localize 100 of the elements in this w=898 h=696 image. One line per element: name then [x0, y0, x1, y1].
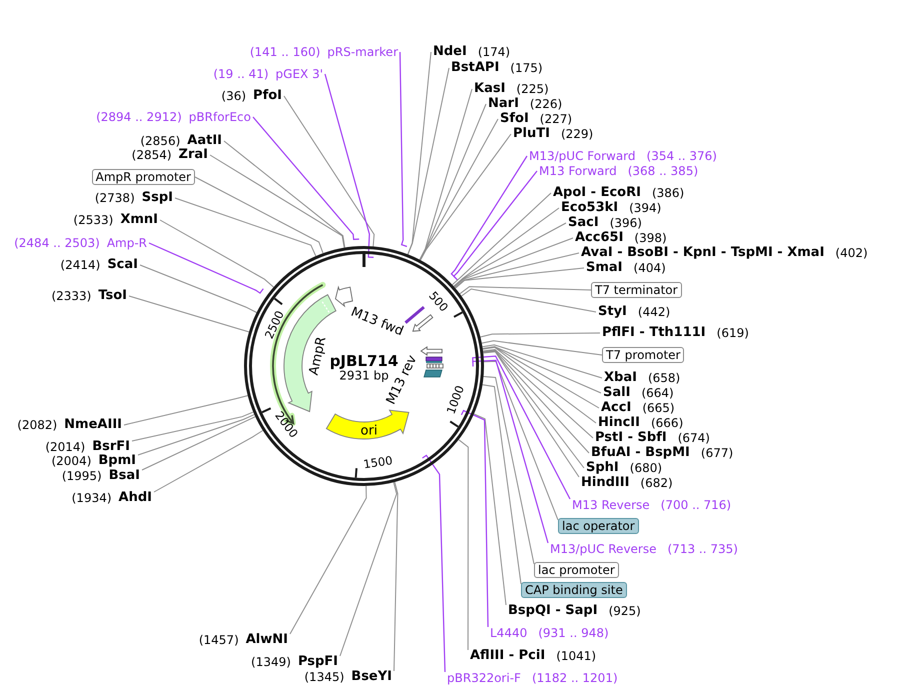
enzyme-name: PfoI	[253, 88, 282, 104]
cut-position: (674)	[678, 430, 710, 446]
enzyme-name: PspFI	[298, 654, 338, 670]
enzyme-name: TsoI	[98, 288, 127, 304]
cut-position: (666)	[650, 415, 684, 431]
cut-position: (386)	[652, 185, 684, 201]
cut-position: (677)	[700, 445, 734, 461]
leader-line	[459, 286, 592, 294]
feature-name: M13 fwd	[349, 306, 405, 338]
leader-line	[460, 410, 489, 627]
leader-line	[483, 376, 534, 564]
enzyme-name: BpmI	[98, 453, 136, 469]
leader-line	[128, 296, 250, 332]
leader-line	[483, 360, 558, 520]
enzyme-name: BsrFI	[92, 439, 130, 454]
primer-name: pGEX 3'	[276, 66, 323, 82]
cut-position: (2014)	[45, 439, 86, 455]
leader-line	[482, 350, 590, 454]
enzyme-name: PstI - SbfI	[595, 430, 667, 446]
enzyme-name: NarI	[488, 96, 519, 112]
cut-position: (227)	[540, 111, 572, 127]
cut-position: (174)	[478, 44, 510, 60]
feature-name: ori	[360, 424, 378, 438]
primer-range: (354 .. 376)	[646, 148, 717, 164]
leader-line	[142, 416, 256, 470]
enzyme-name: KasI	[474, 81, 506, 97]
feature-label: T7 promoter	[602, 347, 684, 363]
leader-line	[407, 52, 432, 255]
leader-line	[454, 222, 566, 288]
leader-line	[160, 220, 274, 288]
cut-position: (404)	[634, 260, 666, 276]
primer-range: (368 .. 385)	[628, 163, 698, 179]
primer-range: (713 .. 735)	[668, 541, 738, 557]
leader-line	[138, 414, 255, 456]
primer-name: M13 Reverse	[572, 497, 650, 513]
feature-label: lac promoter	[534, 562, 619, 578]
leader-line	[454, 238, 574, 288]
cut-position: (442)	[638, 304, 670, 320]
cut-position: (664)	[641, 385, 674, 401]
enzyme-name: BstAPI	[451, 60, 500, 76]
leader-line	[224, 140, 346, 248]
primer-range: (2484 .. 2503)	[14, 235, 100, 251]
cut-position: (1934)	[72, 490, 112, 506]
cut-position: (682)	[640, 475, 673, 491]
leader-line	[140, 264, 258, 313]
leader-line	[472, 356, 571, 500]
cut-position: (1345)	[304, 669, 344, 685]
feature-label: T7 terminator	[591, 282, 682, 298]
leader-line	[420, 118, 498, 260]
enzyme-name: NdeI	[433, 44, 467, 60]
scale-number: 2500	[264, 310, 286, 342]
scale-number: 1500	[362, 455, 394, 471]
leader-line	[154, 430, 264, 492]
enzyme-name: BfuAI - BspMI	[591, 445, 690, 461]
enzyme-name: AccI	[601, 400, 632, 416]
leader-line	[132, 412, 254, 442]
cut-position: (2854)	[132, 147, 172, 163]
enzyme-name: SspI	[142, 190, 173, 206]
primer-name: L4440	[490, 625, 528, 641]
leader-line	[420, 134, 512, 261]
enzyme-name: SalI	[603, 385, 630, 401]
plasmid-length: 2931 bp	[339, 369, 389, 382]
leader-line	[482, 344, 602, 378]
primer-name: pRS-marker	[327, 44, 398, 60]
leader-line	[252, 116, 360, 240]
cut-position: (394)	[629, 200, 662, 216]
cut-position: (398)	[634, 230, 667, 246]
cut-position: (2738)	[94, 190, 135, 206]
cut-position: (658)	[648, 370, 680, 386]
leader-line	[480, 332, 600, 338]
enzyme-name: HindIII	[581, 475, 630, 491]
enzyme-name: SacI	[568, 215, 599, 231]
enzyme-name: SmaI	[586, 260, 623, 276]
enzyme-name: HincII	[598, 415, 640, 431]
plasmid-name: pJBL714	[330, 352, 398, 370]
primer-range: (700 .. 716)	[660, 497, 732, 513]
leader-line	[290, 486, 367, 634]
enzyme-name: NmeAIII	[64, 417, 122, 433]
leader-line	[394, 482, 398, 672]
cut-position: (1041)	[556, 648, 596, 664]
enzyme-name: AhdI	[118, 490, 152, 506]
leader-line	[284, 96, 375, 247]
enzyme-name: PluTI	[513, 126, 550, 142]
enzyme-name: ScaI	[107, 257, 138, 273]
primer-range: (931 .. 948)	[538, 625, 609, 641]
scale-number: 1000	[445, 384, 466, 416]
leader-line	[452, 192, 552, 286]
feature-label: CAP binding site	[521, 582, 627, 598]
primer-range: (141 .. 160)	[250, 44, 320, 60]
cut-position: (36)	[221, 88, 246, 104]
cut-position: (229)	[560, 126, 594, 142]
cut-position: (2082)	[17, 417, 58, 433]
leader-line	[454, 268, 584, 289]
leader-line	[450, 156, 528, 279]
leader-line	[453, 170, 538, 281]
leader-line	[194, 176, 324, 254]
enzyme-name: AlwNI	[246, 632, 288, 648]
enzyme-name: SfoI	[500, 111, 529, 127]
leader-line	[482, 346, 602, 394]
leader-line	[472, 360, 549, 544]
